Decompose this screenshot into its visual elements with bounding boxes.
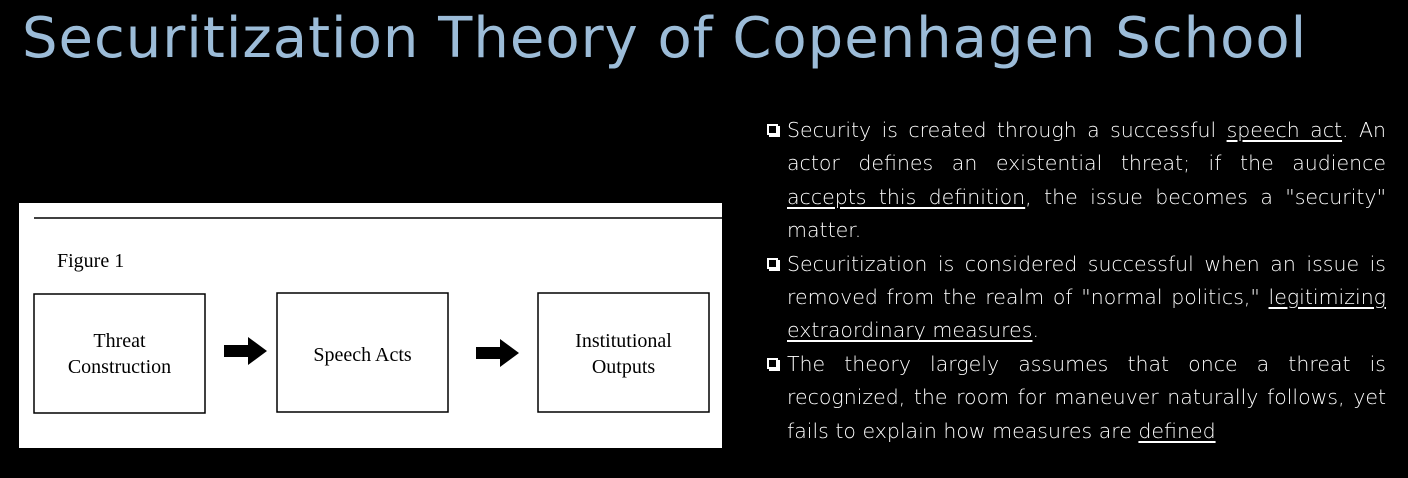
checkbox-bullet-icon	[767, 257, 778, 269]
bullet-item: The theory largely assumes that once a t…	[766, 348, 1386, 448]
box-speech-acts-line1: Speech Acts	[313, 344, 412, 366]
box-threat-construction-line1: Threat	[93, 330, 146, 352]
box-speech-acts	[276, 292, 449, 413]
checkbox-bullet-icon	[767, 357, 778, 369]
box-institutional-outputs	[537, 292, 710, 413]
underlined-term: defined	[1138, 418, 1216, 443]
arrow-right-icon	[224, 337, 267, 365]
figure-panel: Figure 1 Threat Construction Speech Acts…	[19, 203, 722, 448]
box-institutional-outputs-line2: Outputs	[592, 356, 656, 378]
box-threat-construction-line2: Construction	[68, 356, 171, 378]
box-threat-construction	[33, 293, 206, 414]
slide-title: Securitization Theory of Copenhagen Scho…	[22, 6, 1308, 71]
bullet-list: Security is created through a successful…	[766, 114, 1386, 448]
arrow-right-icon	[476, 339, 519, 367]
figure-label: Figure 1	[57, 250, 124, 272]
flow-diagram: Figure 1 Threat Construction Speech Acts…	[33, 217, 722, 414]
underlined-term: legitimizing extraordinary measures	[787, 285, 1386, 343]
underlined-term: accepts this definition	[787, 184, 1026, 209]
bullet-item: Security is created through a successful…	[766, 114, 1386, 248]
checkbox-bullet-icon	[767, 124, 778, 135]
bullet-item: Securitization is considered successful …	[766, 248, 1386, 348]
box-institutional-outputs-line1: Institutional	[575, 330, 672, 352]
underlined-term: speech act	[1226, 118, 1343, 142]
